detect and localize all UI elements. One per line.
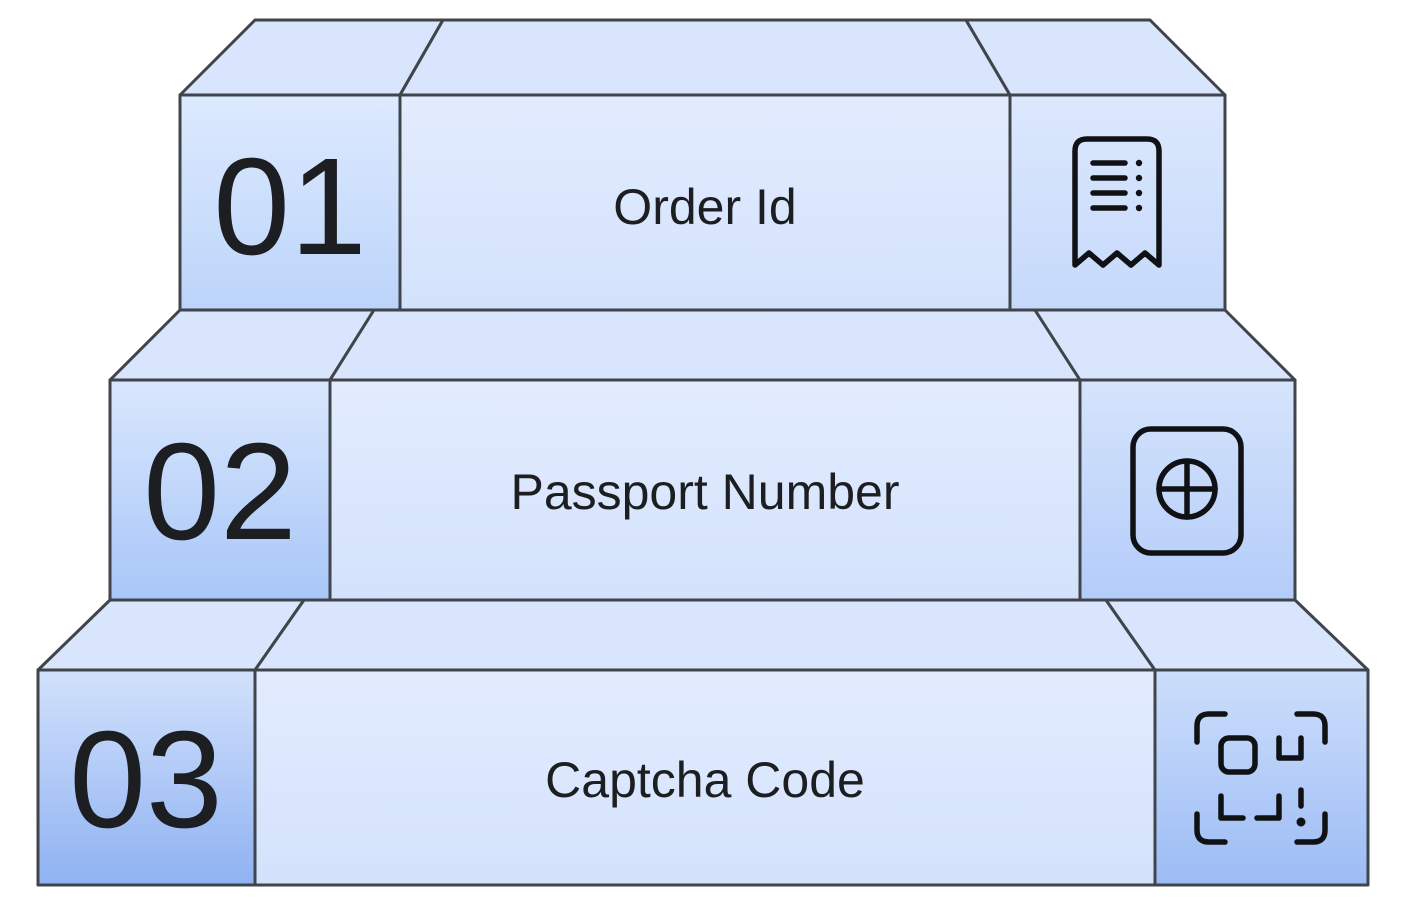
step-1-number: 01	[213, 130, 367, 284]
step-1-label: Order Id	[613, 179, 796, 235]
step-3-icon-panel	[1153, 668, 1370, 887]
step-1-icon-panel	[1008, 93, 1227, 312]
step-2-number: 02	[143, 415, 297, 569]
step-2-top-face-label	[328, 308, 1082, 382]
step-3-top-face-label	[253, 598, 1157, 672]
step-3: 03 Captcha Code	[36, 598, 1370, 887]
step-3-label: Captcha Code	[545, 752, 865, 808]
step-1-top-face-label	[398, 18, 1012, 97]
step-2-top-face-number	[108, 308, 376, 382]
step-1: 01 Order Id	[178, 18, 1227, 312]
step-1-top-face-icon	[964, 18, 1227, 97]
step-1-top-face-number	[178, 18, 445, 97]
step-2: 02 Passport Number	[108, 308, 1297, 602]
receipt-icon	[1072, 136, 1162, 268]
passport-icon	[1130, 426, 1244, 556]
step-2-label: Passport Number	[510, 464, 899, 520]
qr-code-scanner-icon	[1194, 711, 1328, 845]
step-3-number: 03	[69, 703, 223, 857]
step-2-top-face-icon	[1033, 308, 1297, 382]
